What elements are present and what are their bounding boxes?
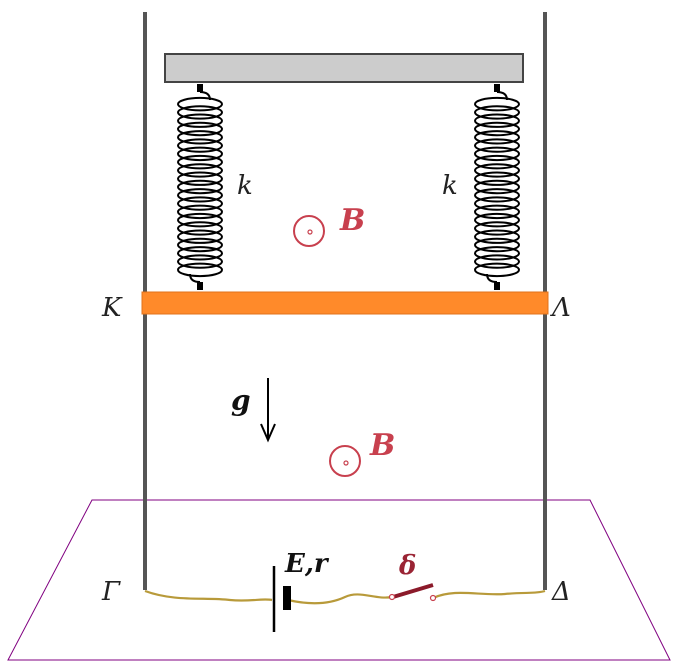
left-spring: [177, 84, 223, 290]
gravity-label: g: [231, 384, 251, 417]
magnetic-field-marker-lower: [329, 445, 361, 477]
magnetic-field-label-lower: B: [369, 428, 395, 463]
switch: [388, 583, 437, 602]
circuit-wire-left: [144, 589, 273, 602]
spring-constant-left-label: k: [237, 171, 253, 201]
spring-constant-right-label: k: [442, 171, 458, 201]
rail-end-label-Gamma: Γ: [101, 577, 121, 607]
switch-label: δ: [398, 551, 416, 581]
top-fixed-bar: [164, 53, 524, 83]
rod-end-label-Lambda: Λ: [550, 293, 571, 323]
battery: [272, 566, 291, 632]
magnetic-field-label-upper: B: [339, 203, 365, 238]
horizontal-plane: [7, 499, 671, 661]
conducting-rod: [141, 291, 549, 315]
gravity-arrow: [260, 378, 276, 443]
magnetic-field-marker-upper: [293, 215, 325, 247]
circuit-wire-middle: [287, 593, 393, 605]
rod-end-label-K: K: [101, 293, 123, 323]
right-spring: [474, 84, 520, 290]
circuit-wire-right: [432, 589, 546, 600]
battery-label: E,r: [284, 549, 330, 579]
rail-end-label-Delta: Δ: [551, 577, 571, 607]
